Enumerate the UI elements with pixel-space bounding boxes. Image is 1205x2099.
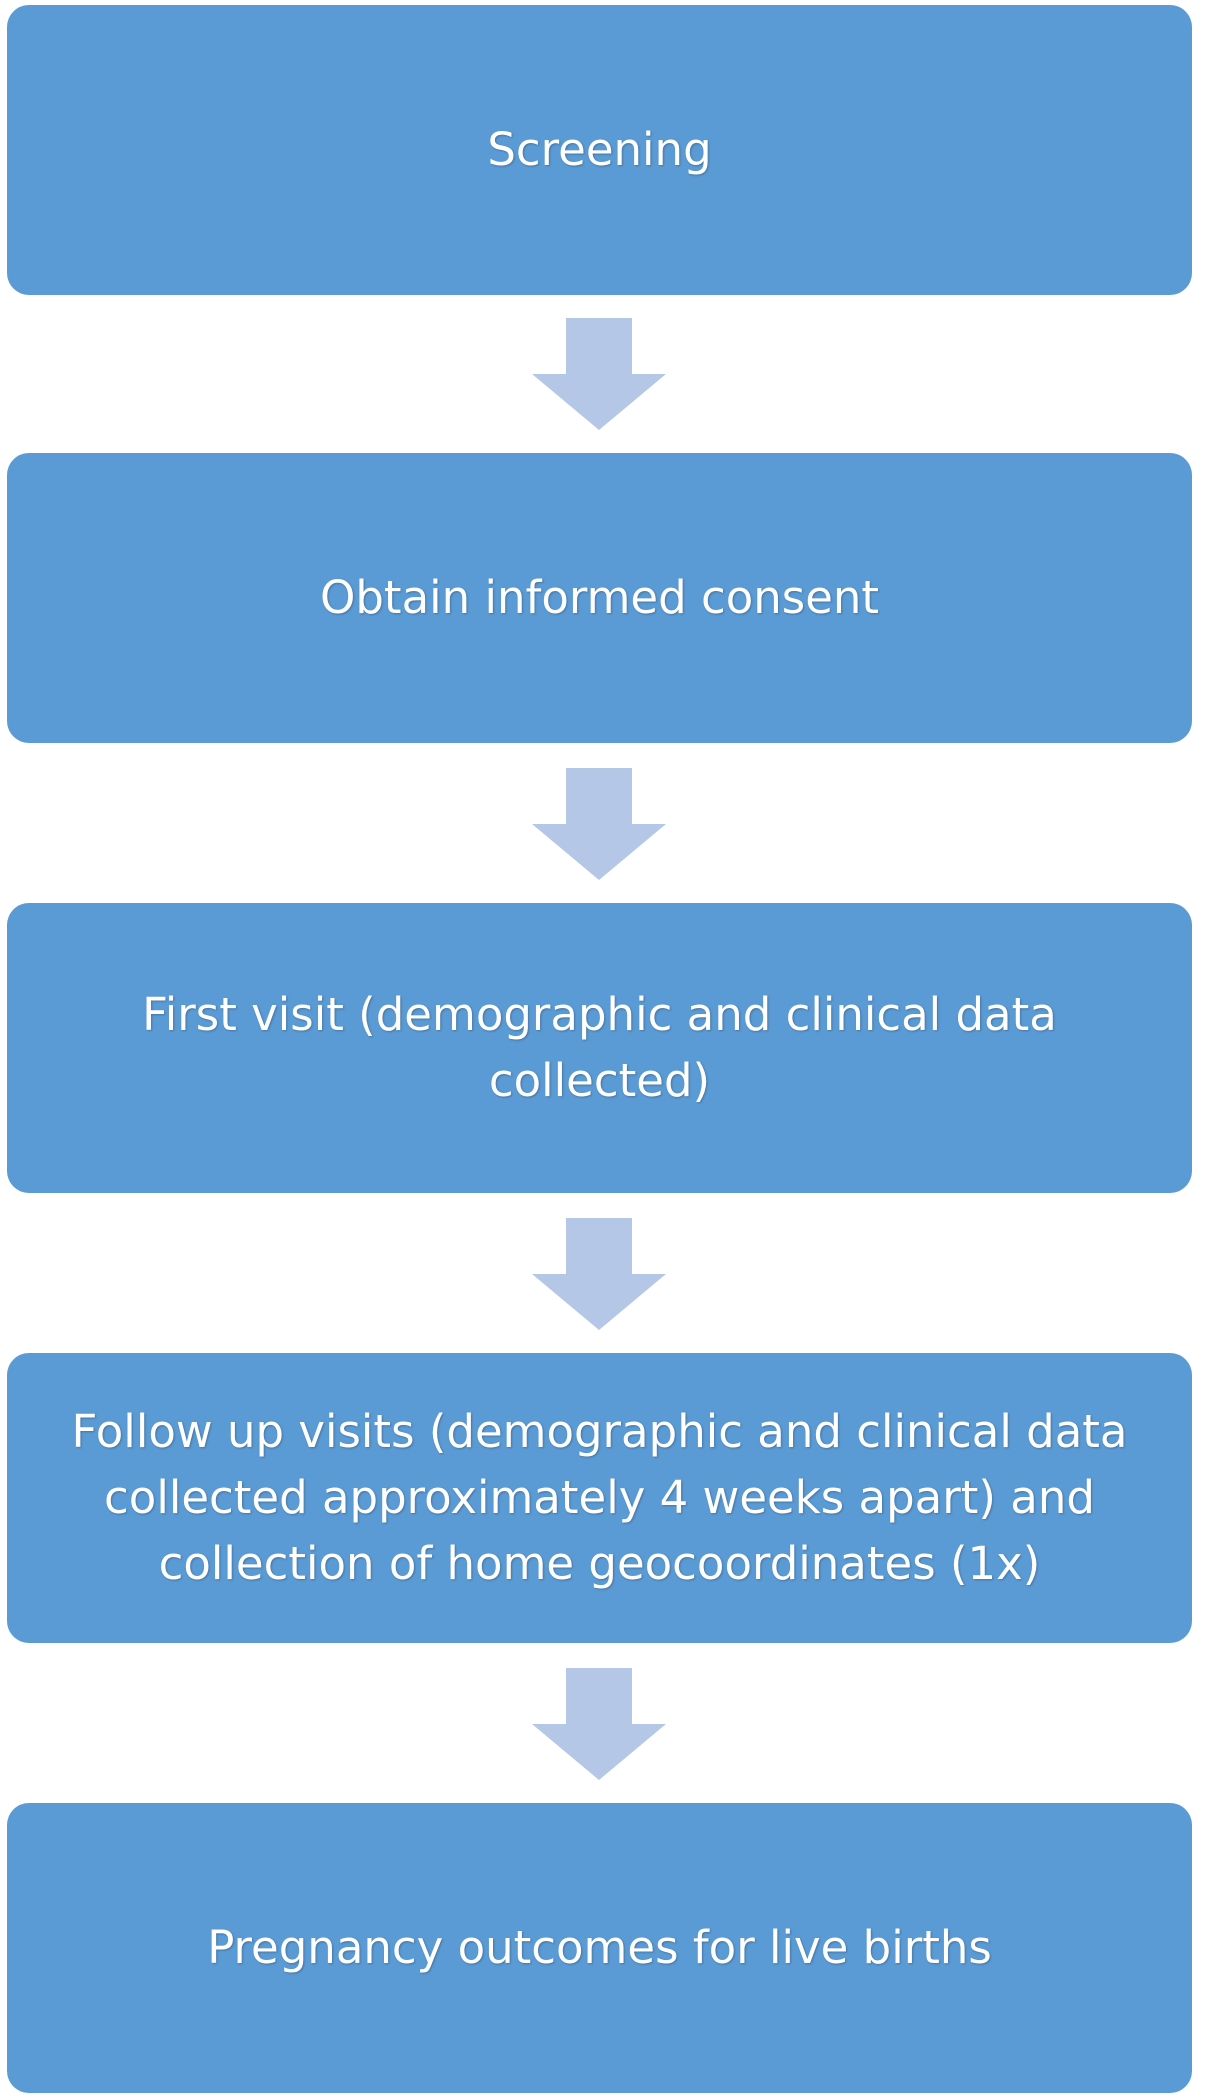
step-box-screening: Screening — [7, 5, 1192, 295]
step-label: Obtain informed consent — [319, 571, 880, 624]
step-label: Pregnancy outcomes for live births — [207, 1921, 992, 1974]
step-label: First visit (demographic and clinical da… — [142, 988, 1057, 1107]
down-arrow-icon — [532, 1668, 666, 1780]
step-label: Screening — [487, 123, 712, 176]
down-arrow-icon — [532, 768, 666, 880]
down-arrow-icon — [532, 1218, 666, 1330]
step-box-informed-consent: Obtain informed consent — [7, 453, 1192, 743]
step-box-follow-up-visits: Follow up visits (demographic and clinic… — [7, 1353, 1192, 1643]
step-box-pregnancy-outcomes: Pregnancy outcomes for live births — [7, 1803, 1192, 2093]
step-box-first-visit: First visit (demographic and clinical da… — [7, 903, 1192, 1193]
down-arrow-icon — [532, 318, 666, 430]
step-label: Follow up visits (demographic and clinic… — [71, 1405, 1128, 1590]
